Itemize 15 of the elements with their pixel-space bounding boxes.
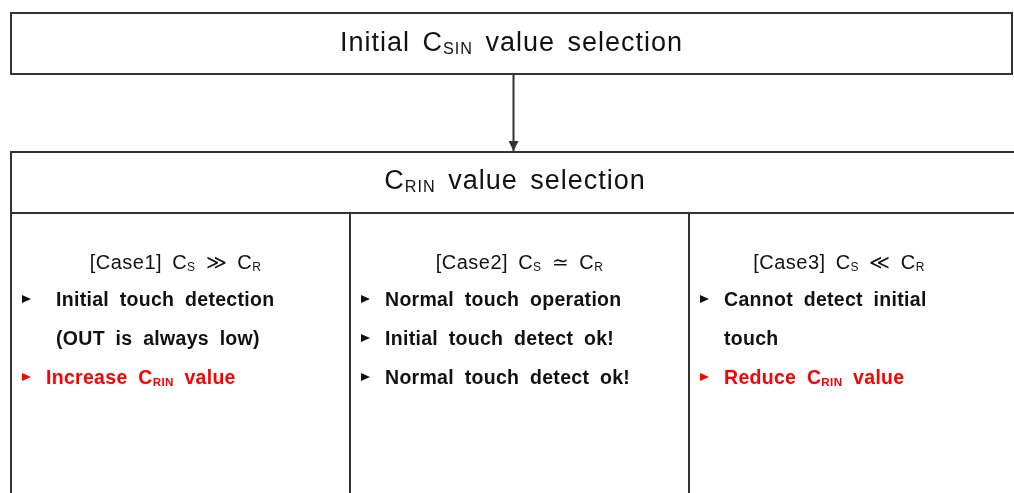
bullet-text: Cannot detect initial touch bbox=[724, 288, 927, 350]
box-title: C$_{RIN}$ value selection bbox=[383, 165, 647, 197]
arrow bbox=[508, 74, 519, 152]
box-title: Initial C$_{SIN}$ value selection bbox=[338, 27, 685, 59]
bullet-text: Normal touch detect ok! bbox=[385, 366, 631, 389]
selection-panel bbox=[10, 151, 1014, 493]
case-heading: [Case2] C$_{S}$ ≃ C$_{R}$ bbox=[434, 250, 605, 275]
bullet-text: Normal touch operation bbox=[385, 288, 622, 311]
case-heading: [Case3] C$_{S}$ ≪ C$_{R}$ bbox=[752, 250, 926, 275]
bullet-text: Reduce C$_{RIN}$ value bbox=[724, 366, 905, 389]
case-heading: [Case1] C$_{S}$ ≫ C$_{R}$ bbox=[88, 250, 263, 275]
process-box bbox=[10, 12, 1013, 75]
bullet-text: Initial touch detection (OUT is always low) bbox=[56, 288, 275, 350]
bullet-text: Increase C$_{RIN}$ value bbox=[46, 366, 236, 389]
bullet-text: Initial touch detect ok! bbox=[385, 327, 615, 350]
